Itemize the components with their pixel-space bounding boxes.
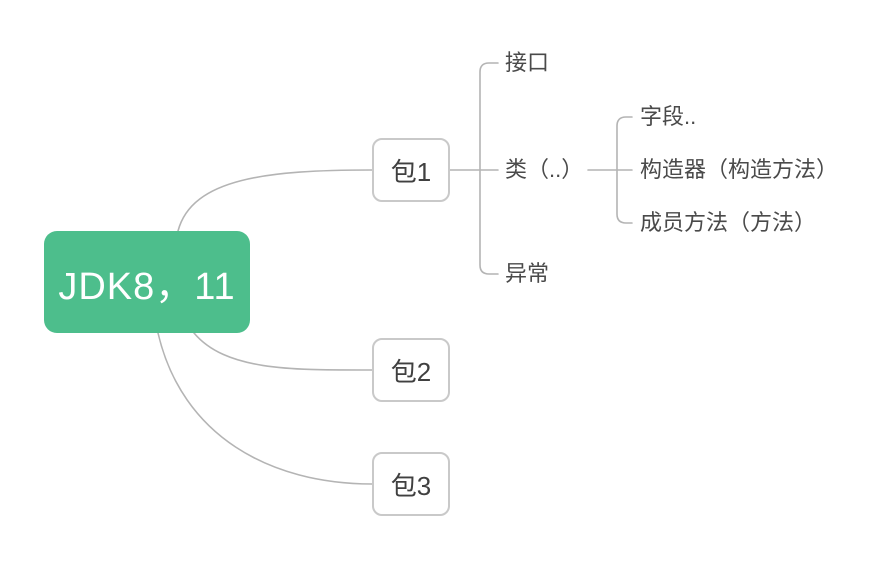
node-package-3[interactable]: 包3 xyxy=(372,452,450,516)
node-package-2[interactable]: 包2 xyxy=(372,338,450,402)
connector-class-children-bracket xyxy=(587,116,633,224)
connector-pkg1-children-bracket xyxy=(449,62,499,275)
node-field[interactable]: 字段.. xyxy=(640,104,697,129)
connector-root-to-pkg1 xyxy=(177,169,373,232)
node-exception[interactable]: 异常 xyxy=(505,261,550,286)
node-package-1[interactable]: 包1 xyxy=(372,138,450,202)
node-interface[interactable]: 接口 xyxy=(505,50,550,75)
node-root-jdk[interactable]: JDK8，11 xyxy=(44,231,250,333)
connector-root-to-pkg3 xyxy=(157,332,373,485)
node-constructor[interactable]: 构造器（构造方法） xyxy=(640,157,839,182)
node-member-method[interactable]: 成员方法（方法） xyxy=(640,210,817,235)
node-class[interactable]: 类（..） xyxy=(505,157,584,182)
connector-root-to-pkg2 xyxy=(193,332,373,371)
